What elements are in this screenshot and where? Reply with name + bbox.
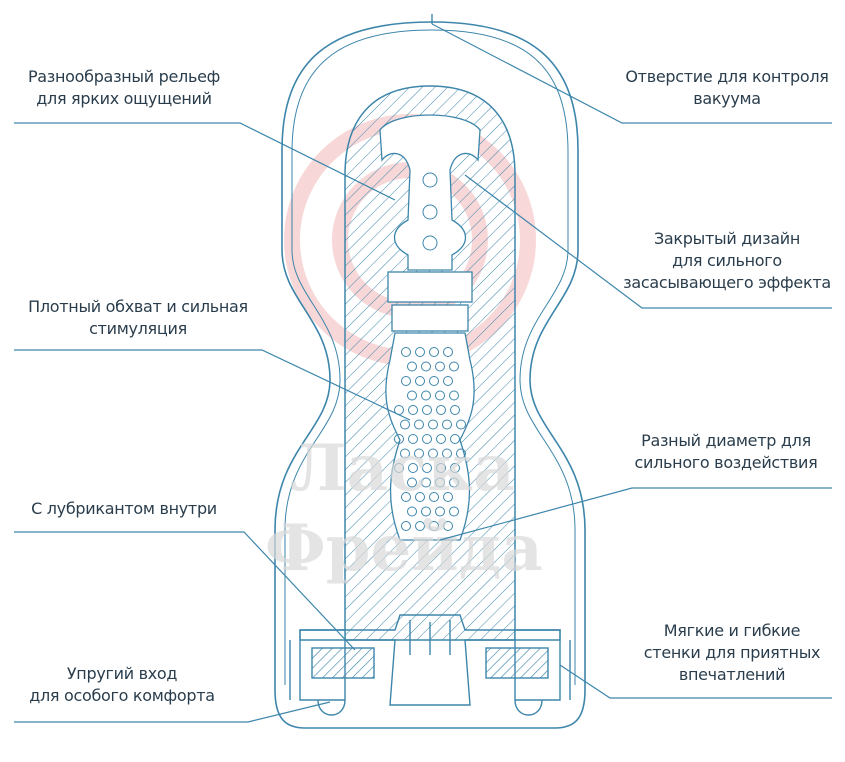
nub-dot bbox=[407, 390, 417, 401]
nub-dot bbox=[414, 448, 424, 459]
nub-dot bbox=[429, 521, 439, 531]
nub-dot bbox=[401, 492, 411, 502]
nub-dot bbox=[443, 492, 453, 502]
nub-dot bbox=[429, 492, 439, 502]
nub-dot bbox=[428, 448, 438, 459]
nub-dot bbox=[400, 448, 410, 459]
callout-lubricant-inside: С лубрикантом внутри bbox=[31, 499, 217, 518]
nub-dot bbox=[449, 477, 459, 488]
nub-dot bbox=[401, 521, 411, 531]
stimulation-nubs bbox=[394, 172, 466, 531]
nub-dot bbox=[436, 405, 446, 415]
nub-dot bbox=[443, 376, 453, 386]
nub-dot bbox=[449, 506, 459, 517]
nub-dot bbox=[415, 376, 425, 386]
nub-dot bbox=[449, 361, 459, 372]
nub-dot bbox=[436, 434, 446, 444]
watermark-line-2: Фрейда bbox=[265, 511, 543, 586]
watermark-line-1: Ласка bbox=[290, 431, 515, 506]
nub-dot bbox=[414, 419, 424, 430]
nub-dot bbox=[442, 448, 452, 459]
nub-dot bbox=[456, 448, 466, 459]
nub-dot bbox=[407, 477, 417, 488]
nub-dot bbox=[435, 390, 445, 401]
nub-dot bbox=[401, 347, 411, 357]
nub-dot bbox=[429, 347, 439, 357]
leader-lines bbox=[14, 23, 832, 723]
bottom-cap bbox=[289, 614, 571, 716]
nub-dot bbox=[415, 521, 425, 531]
nub-dot bbox=[421, 390, 431, 401]
nub-dot bbox=[422, 405, 432, 415]
nub-dot bbox=[435, 506, 445, 517]
nub-dot bbox=[407, 506, 417, 517]
nub-dot bbox=[429, 376, 439, 386]
nub-dot bbox=[408, 405, 418, 415]
nub-dot bbox=[415, 492, 425, 502]
nub-dot bbox=[428, 419, 438, 430]
nub-dot bbox=[450, 405, 460, 415]
nub-dot bbox=[422, 463, 432, 473]
nub-dot bbox=[422, 434, 432, 444]
nub-dot bbox=[415, 347, 425, 357]
nub-dot bbox=[450, 434, 460, 444]
nub-dot bbox=[435, 477, 445, 488]
nub-dot bbox=[449, 390, 459, 401]
nub-dot bbox=[450, 463, 460, 473]
nub-dot bbox=[442, 419, 452, 430]
watermark-text: Ласка Фрейда bbox=[265, 431, 543, 586]
nub-dot bbox=[421, 506, 431, 517]
nub-dot bbox=[421, 361, 431, 372]
nub-dot bbox=[401, 376, 411, 386]
nub-dot bbox=[407, 361, 417, 372]
nub-dot bbox=[443, 521, 453, 531]
nub-dot bbox=[400, 419, 410, 430]
nub-dot bbox=[456, 419, 466, 430]
nub-dot bbox=[435, 361, 445, 372]
nub-dot bbox=[394, 434, 404, 444]
nub-dot bbox=[443, 347, 453, 357]
outer-shell bbox=[274, 21, 586, 729]
nub-dot bbox=[436, 463, 446, 473]
nub-dot bbox=[408, 463, 418, 473]
nub-dot bbox=[421, 477, 431, 488]
nub-dot bbox=[408, 434, 418, 444]
nub-dot bbox=[394, 463, 404, 473]
